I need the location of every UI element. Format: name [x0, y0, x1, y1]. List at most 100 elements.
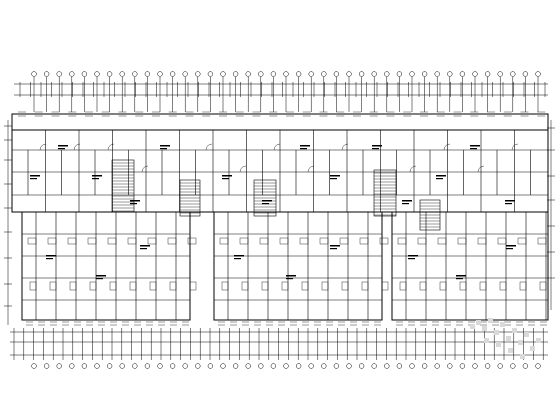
fixture — [517, 237, 527, 245]
axis-bubble-bottom — [396, 363, 403, 369]
axis-bubble-top — [132, 71, 138, 77]
room-label-mark — [96, 278, 103, 280]
fixture — [219, 237, 229, 245]
room-label-mark — [140, 245, 150, 247]
room-label-mark — [408, 255, 418, 257]
fixture — [341, 281, 349, 291]
fixture — [417, 237, 427, 245]
room-label-mark — [505, 203, 512, 205]
axis-bubble-bottom — [421, 363, 428, 369]
room-label-mark — [330, 175, 340, 177]
axis-bubble-top — [472, 71, 478, 77]
fixture — [129, 281, 137, 291]
axis-bubble-bottom — [81, 363, 88, 369]
room-label-mark — [234, 255, 244, 257]
door-swing — [239, 165, 247, 173]
axis-bubble-bottom — [69, 363, 75, 369]
room-label-mark — [456, 275, 466, 277]
axis-bubble-top — [484, 71, 491, 77]
fixture — [359, 237, 369, 245]
axis-bubble-top — [333, 71, 340, 77]
axis-bubble-top — [207, 71, 214, 77]
stair-core — [373, 169, 397, 217]
axis-bubble-top — [157, 71, 163, 77]
axis-bubble-top — [384, 71, 390, 77]
room-label-mark — [372, 145, 382, 147]
axis-bubble-bottom — [207, 363, 214, 369]
axis-bubble-bottom — [132, 363, 138, 369]
side-axis-grid — [4, 120, 555, 325]
axis-bubble-bottom — [510, 363, 516, 369]
fixture — [537, 237, 547, 245]
axis-bubble-bottom — [497, 363, 503, 369]
room-label-mark — [140, 248, 147, 250]
axis-bubble-bottom — [472, 363, 478, 369]
axis-bubble-top — [497, 71, 503, 77]
fixture — [147, 237, 157, 245]
room-label-mark — [506, 248, 513, 250]
fixture — [259, 237, 269, 245]
fixture — [47, 237, 57, 245]
room-label-mark — [300, 145, 310, 147]
axis-bubble-top — [258, 71, 264, 77]
axis-bubble-top — [119, 71, 125, 77]
door-swing — [73, 143, 81, 151]
door-swing — [141, 165, 149, 173]
door-swing — [477, 165, 485, 173]
axis-bubble-top — [510, 71, 516, 77]
axis-bubble-top — [283, 71, 289, 77]
room-label-mark — [470, 145, 480, 147]
room-label-mark — [402, 203, 409, 205]
axis-bubble-top — [106, 71, 113, 77]
axis-bubble-top — [31, 71, 37, 77]
axis-bubble-top — [94, 71, 100, 77]
room-label-mark — [46, 258, 53, 260]
axis-bubble-top — [321, 71, 327, 77]
room-label-mark — [130, 200, 140, 202]
axis-bubble-bottom — [308, 363, 314, 369]
door-swing — [273, 143, 281, 151]
fixture — [239, 237, 249, 245]
axis-bubble-top — [169, 71, 176, 77]
fixture — [69, 281, 77, 291]
axis-bubble-bottom — [283, 363, 289, 369]
axis-bubble-bottom — [270, 363, 277, 369]
fixture — [319, 237, 329, 245]
room-label-mark — [372, 148, 379, 150]
fixture — [109, 281, 117, 291]
top-axis-grid — [14, 71, 548, 112]
axis-bubble-top — [195, 71, 201, 77]
axis-bubble-bottom — [371, 363, 377, 369]
room-label-mark — [330, 245, 340, 247]
room-label-mark — [96, 275, 106, 277]
room-label-mark — [300, 148, 307, 150]
axis-bubble-top — [535, 71, 541, 77]
fixture — [29, 281, 37, 291]
axis-bubble-bottom — [56, 363, 62, 369]
room-label-mark — [436, 178, 443, 180]
fixture — [399, 281, 407, 291]
fixture — [169, 281, 177, 291]
door-swing — [409, 165, 417, 173]
axis-bubble-bottom — [119, 363, 125, 369]
axis-bubble-top — [69, 71, 75, 77]
fixture — [361, 281, 369, 291]
fixture — [279, 237, 289, 245]
fixture — [241, 281, 249, 291]
bottom-axis-grid — [10, 328, 548, 369]
axis-bubble-bottom — [169, 363, 176, 369]
axis-bubble-top — [232, 71, 239, 77]
room-label-mark — [160, 145, 170, 147]
axis-bubble-top — [421, 71, 428, 77]
fixture — [479, 281, 487, 291]
axis-bubble-bottom — [195, 363, 201, 369]
fixture — [89, 281, 97, 291]
axis-bubble-top — [220, 71, 226, 77]
axis-bubble-top — [409, 71, 415, 77]
room-label-mark — [30, 178, 37, 180]
fixture — [321, 281, 329, 291]
room-label-mark — [505, 200, 515, 202]
door-swing — [307, 165, 315, 173]
fixture — [499, 281, 507, 291]
